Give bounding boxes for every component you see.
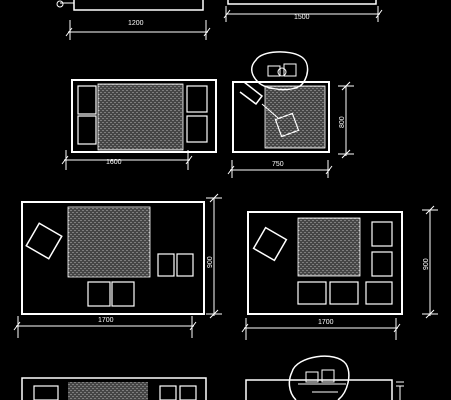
chair xyxy=(329,281,359,305)
chair xyxy=(297,281,327,305)
plan-top-left: 1200 xyxy=(56,0,211,40)
dimension-line-plan-c-width: 1700 xyxy=(13,316,197,338)
level-marker xyxy=(396,381,404,400)
dimension-line-plan-c-height: 900 xyxy=(206,193,222,319)
dimension-label: 750 xyxy=(272,161,284,168)
chair xyxy=(239,81,264,106)
dimension-label: 1200 xyxy=(128,20,144,27)
chair xyxy=(365,281,393,305)
plan-b: 800 750 xyxy=(227,51,354,178)
dimension-label: 1500 xyxy=(294,14,310,21)
dimension-line-plan-d-height: 900 xyxy=(422,205,438,319)
chair xyxy=(111,281,135,307)
dimension-line-top-right: 1500 xyxy=(223,6,383,22)
rug xyxy=(264,85,326,149)
chair xyxy=(87,281,111,307)
table-item xyxy=(283,63,297,77)
dimension-label: 800 xyxy=(339,116,346,128)
plan-c: 900 1700 xyxy=(13,193,222,338)
plan-bottom-left xyxy=(21,377,207,400)
chair xyxy=(157,253,175,277)
table-item xyxy=(267,65,281,77)
dimension-line-plan-b-width: 750 xyxy=(227,160,333,178)
dimension-label: 1700 xyxy=(318,319,334,326)
dimension-line-plan-b-height: 800 xyxy=(338,81,354,159)
round-table xyxy=(288,355,350,400)
dimension-line-plan-d-width: 1700 xyxy=(241,318,401,340)
dimension-label: 1700 xyxy=(98,317,114,324)
chair xyxy=(186,115,208,143)
plan-bottom-right xyxy=(245,355,404,400)
rug xyxy=(97,83,184,151)
chair xyxy=(176,253,194,277)
chair xyxy=(77,85,97,115)
chair xyxy=(186,85,208,113)
round-table xyxy=(251,51,309,91)
armchair xyxy=(25,222,63,260)
dimension-label: 900 xyxy=(423,258,430,270)
plan-a: 1600 xyxy=(61,79,217,170)
dimension-label: 1600 xyxy=(106,159,122,166)
rug xyxy=(67,206,151,278)
armchair xyxy=(252,226,288,262)
rug xyxy=(68,382,148,400)
plan-top-right: 1500 xyxy=(223,0,383,22)
dimension-line-plan-a: 1600 xyxy=(61,150,193,170)
chair xyxy=(371,221,393,247)
plan-d: 900 1700 xyxy=(241,205,438,340)
chair xyxy=(274,112,300,138)
chair xyxy=(77,115,97,145)
rug xyxy=(297,217,361,277)
dimension-line-top-left: 1200 xyxy=(65,20,211,40)
chair xyxy=(371,251,393,277)
dimension-label: 900 xyxy=(207,256,214,268)
